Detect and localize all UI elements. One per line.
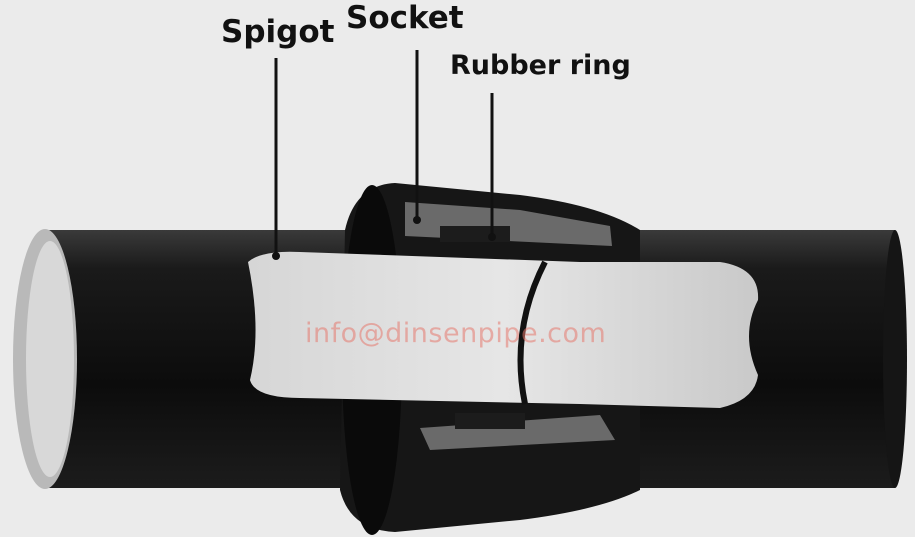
socket-leader-dot xyxy=(413,216,421,224)
spigot-leader-dot xyxy=(272,252,280,260)
rubber-ring-top xyxy=(440,226,510,242)
watermark: info@dinsenpipe.com xyxy=(305,318,607,349)
rubber-ring-bottom xyxy=(455,413,525,429)
rubber-ring-leader-dot xyxy=(488,233,496,241)
socket-section-bottom xyxy=(420,415,615,450)
spigot-label: Spigot xyxy=(221,14,335,50)
spigot-cutaway xyxy=(248,251,759,408)
pipe-left-end-bore xyxy=(26,241,74,477)
pipe-right-end xyxy=(883,230,907,488)
rubber-ring-label: Rubber ring xyxy=(450,50,631,81)
spigot-end-ring xyxy=(517,260,548,405)
socket-label: Socket xyxy=(346,0,464,36)
